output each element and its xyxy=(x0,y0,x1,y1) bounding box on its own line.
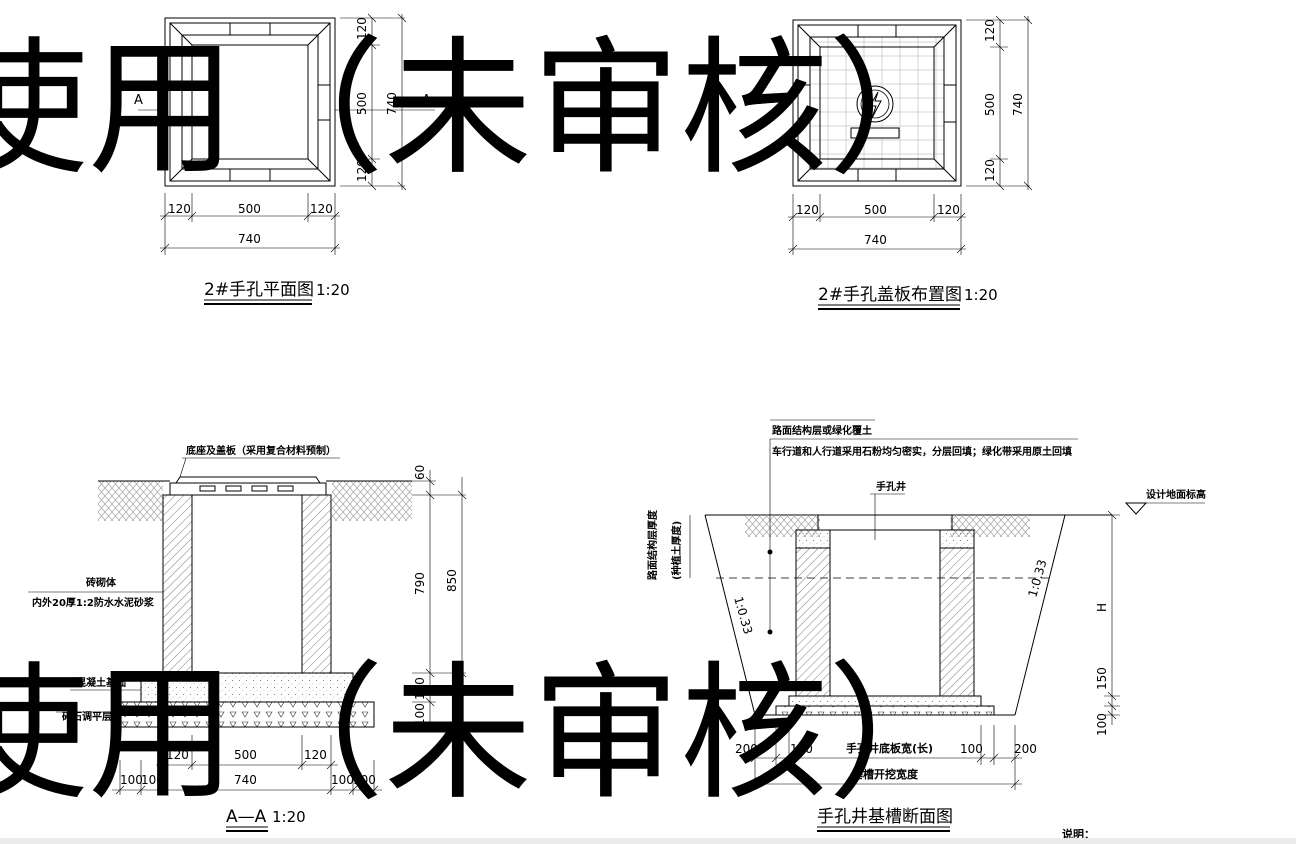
watermark-top: 使用（未审核） xyxy=(0,23,976,195)
trench-label-layer2: (种植土厚度) xyxy=(670,521,683,580)
cover-dim-right-mid: 500 xyxy=(983,93,997,116)
notes-label: 说明： xyxy=(1062,827,1095,841)
bottom-scroll-bar xyxy=(0,838,1296,844)
cover-view: 120 500 120 740 120 500 120 740 2#手孔盖板布置… xyxy=(788,15,1033,310)
plan-section-mark-left: A xyxy=(134,93,143,108)
plan-dim-bottom-mid: 500 xyxy=(238,202,261,216)
cover-title: 2#手孔盖板布置图 xyxy=(818,285,962,305)
cover-dim-bottom-left: 120 xyxy=(796,203,819,217)
plan-dim-right-total: 740 xyxy=(385,92,399,115)
watermark-bottom: 使用（未审核） xyxy=(0,648,976,820)
cover-dim-right-total: 740 xyxy=(1011,93,1025,116)
section-label-concrete: 混凝土基础 xyxy=(76,676,126,689)
section-dim-total-h: 850 xyxy=(445,569,459,592)
section-dim-wall-right: 120 xyxy=(304,748,327,762)
trench-dim-side-right: 200 xyxy=(1014,742,1037,756)
trench-view: 路面结构层或绿化覆土 车行道和人行道采用石粉均匀密实，分层回填；绿化带采用原土回… xyxy=(646,419,1206,832)
trench-label-layer: 路面结构层厚度 xyxy=(646,509,659,580)
section-dim-ext-ll: 100 xyxy=(120,773,143,787)
section-label-gravel: 碎石调平层 xyxy=(62,710,112,723)
section-dim-gravel: 100 xyxy=(413,703,427,726)
section-title: A—A xyxy=(226,807,267,827)
section-dim-ext-lr: 100 xyxy=(141,773,164,787)
section-label-plaster: 内外20厚1:2防水水泥砂浆 xyxy=(32,596,155,609)
trench-dim-side-left: 200 xyxy=(735,742,758,756)
plan-dim-right-bottom: 120 xyxy=(355,159,369,182)
trench-label-ground: 设计地面标高 xyxy=(1146,488,1206,501)
trench-dim-base: 150 xyxy=(1095,667,1109,690)
section-dim-top: 60 xyxy=(413,465,427,480)
trench-label-top2: 车行道和人行道采用石粉均匀密实，分层回填；绿化带采用原土回填 xyxy=(772,445,1072,458)
trench-dim-base-width: 手孔井底板宽(长) xyxy=(846,741,933,755)
trench-title: 手孔井基槽断面图 xyxy=(817,807,953,827)
cover-dim-right-top: 120 xyxy=(983,19,997,42)
lightning-icon xyxy=(856,85,894,123)
trench-dim-height: H xyxy=(1095,603,1109,612)
plan-dim-bottom-total: 740 xyxy=(238,232,261,246)
trench-dim-gap-right: 100 xyxy=(960,742,983,756)
plan-title: 2#手孔平面图 xyxy=(204,280,314,300)
plan-scale: 1:20 xyxy=(316,281,350,299)
cover-dim-bottom-total: 740 xyxy=(864,233,887,247)
trench-dim-excavation: 基槽开挖宽度 xyxy=(851,767,919,781)
section-dim-ext-rl: 100 xyxy=(331,773,354,787)
cover-scale: 1:20 xyxy=(964,286,998,304)
section-dim-base: 150 xyxy=(413,677,427,700)
plan-dim-right-top: 120 xyxy=(355,17,369,40)
plan-section-mark-right: A xyxy=(422,93,431,108)
plan-dim-right-mid: 500 xyxy=(355,92,369,115)
section-scale: 1:20 xyxy=(272,808,306,826)
lifting-slot xyxy=(850,127,900,139)
section-label-cover: 底座及盖板（采用复合材料预制） xyxy=(186,444,336,457)
trench-dim-gravel: 100 xyxy=(1095,713,1109,736)
section-dim-wall-left: 120 xyxy=(166,748,189,762)
trench-slope-left: 1:0.33 xyxy=(731,595,755,636)
cover-dim-bottom-mid: 500 xyxy=(864,203,887,217)
section-dim-inner-w: 500 xyxy=(234,748,257,762)
trench-label-well: 手孔井 xyxy=(876,480,906,493)
plan-dim-bottom-right: 120 xyxy=(310,202,333,216)
section-dim-inner-h: 790 xyxy=(413,572,427,595)
trench-dim-gap-left: 100 xyxy=(790,742,813,756)
cover-dim-right-bottom: 120 xyxy=(983,159,997,182)
plan-view: A A 120 500 120 740 120 500 120 740 2#手孔… xyxy=(134,13,435,305)
section-label-wall: 砖砌体 xyxy=(86,576,117,589)
section-dim-total-w: 740 xyxy=(234,773,257,787)
section-dim-ext-rr: 100 xyxy=(353,773,376,787)
trench-label-top1: 路面结构层或绿化覆土 xyxy=(772,424,872,437)
section-view: 底座及盖板（采用复合材料预制） 砖砌体 内外20厚1:2防水水泥砂浆 混凝土基础… xyxy=(28,444,467,832)
plan-dim-bottom-left: 120 xyxy=(168,202,191,216)
cover-dim-bottom-right: 120 xyxy=(937,203,960,217)
